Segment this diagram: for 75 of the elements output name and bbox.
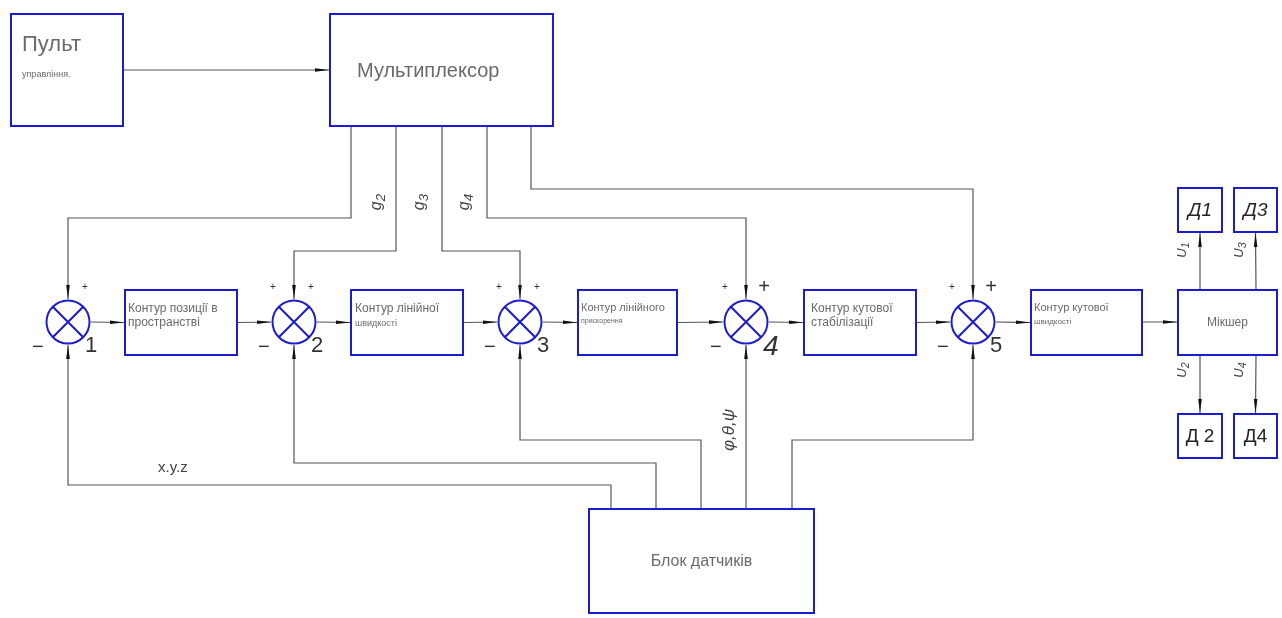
box-label: Д3 xyxy=(1243,198,1268,222)
sign-label: 2 xyxy=(311,334,324,356)
arrow xyxy=(441,126,522,300)
box-label: Контур позиції в пространстві xyxy=(128,301,219,330)
arrow xyxy=(518,344,702,509)
process-box xyxy=(1233,413,1278,459)
box-label: Контур лінійної xyxy=(355,301,440,316)
box-label: Контур лінійного xyxy=(581,301,665,315)
arrow xyxy=(744,344,748,509)
process-box xyxy=(1177,187,1223,233)
edge-label: x.y.z xyxy=(158,459,188,474)
arrow xyxy=(677,320,724,324)
arrow xyxy=(530,126,975,300)
box-label: Мультиплексор xyxy=(357,58,500,82)
sign-label: + xyxy=(949,282,955,292)
arrow xyxy=(995,320,1031,325)
sign-label: 4 xyxy=(763,332,779,360)
process-box xyxy=(1177,413,1223,459)
box-label: Блок датчиків xyxy=(650,551,753,571)
sign-label: + xyxy=(534,282,540,292)
process-box xyxy=(124,289,238,356)
arrow xyxy=(66,126,352,300)
arrow xyxy=(1198,232,1202,290)
arrow xyxy=(768,320,804,325)
process-box xyxy=(803,289,917,356)
process-box xyxy=(588,508,815,614)
sign-label: + xyxy=(985,276,997,296)
box-label: управління. xyxy=(22,69,71,81)
process-box xyxy=(1177,289,1278,356)
edge-label: φ,θ,ψ xyxy=(719,408,737,452)
process-box xyxy=(577,289,678,356)
process-box xyxy=(1030,289,1143,356)
sign-label: − xyxy=(710,336,722,356)
arrow xyxy=(463,320,498,324)
arrow xyxy=(1253,355,1258,414)
box-label: Мікшер xyxy=(1207,315,1248,330)
arrow xyxy=(66,344,612,509)
arrow xyxy=(791,344,975,509)
sign-label: + xyxy=(82,282,88,292)
process-box xyxy=(329,13,554,127)
box-label: Пульт xyxy=(22,31,81,58)
box-label: Д1 xyxy=(1188,198,1212,222)
sign-label: − xyxy=(258,336,270,356)
arrow xyxy=(316,320,351,325)
sign-label: − xyxy=(32,336,44,356)
arrow xyxy=(1142,320,1178,324)
box-label: Д 2 xyxy=(1185,424,1215,448)
arrow xyxy=(1253,232,1258,290)
arrow xyxy=(237,320,272,324)
arrow xyxy=(90,320,125,325)
arrow xyxy=(123,68,330,72)
sign-label: − xyxy=(484,336,496,356)
sign-label: + xyxy=(496,282,502,292)
process-box xyxy=(1233,187,1278,233)
arrow xyxy=(292,344,657,509)
arrow xyxy=(916,320,951,324)
process-box xyxy=(350,289,464,356)
box-label: Д4 xyxy=(1243,424,1268,448)
box-label: Контур кутової xyxy=(1034,301,1109,315)
sign-label: + xyxy=(758,276,770,296)
sign-label: − xyxy=(937,336,949,356)
sign-label: + xyxy=(270,282,276,292)
process-box xyxy=(10,13,124,127)
box-label: швидкості xyxy=(1034,317,1072,327)
sign-label: 1 xyxy=(85,334,98,356)
box-label: швидкості xyxy=(355,318,397,330)
sign-label: 5 xyxy=(990,334,1003,356)
arrow xyxy=(292,126,397,300)
box-label: Контур кутової стабілізації xyxy=(811,301,894,330)
sign-label: + xyxy=(308,282,314,292)
arrow xyxy=(1198,355,1202,414)
sign-label: + xyxy=(722,282,728,292)
arrow xyxy=(542,320,578,325)
sign-label: 3 xyxy=(537,334,550,356)
arrow xyxy=(486,126,748,300)
